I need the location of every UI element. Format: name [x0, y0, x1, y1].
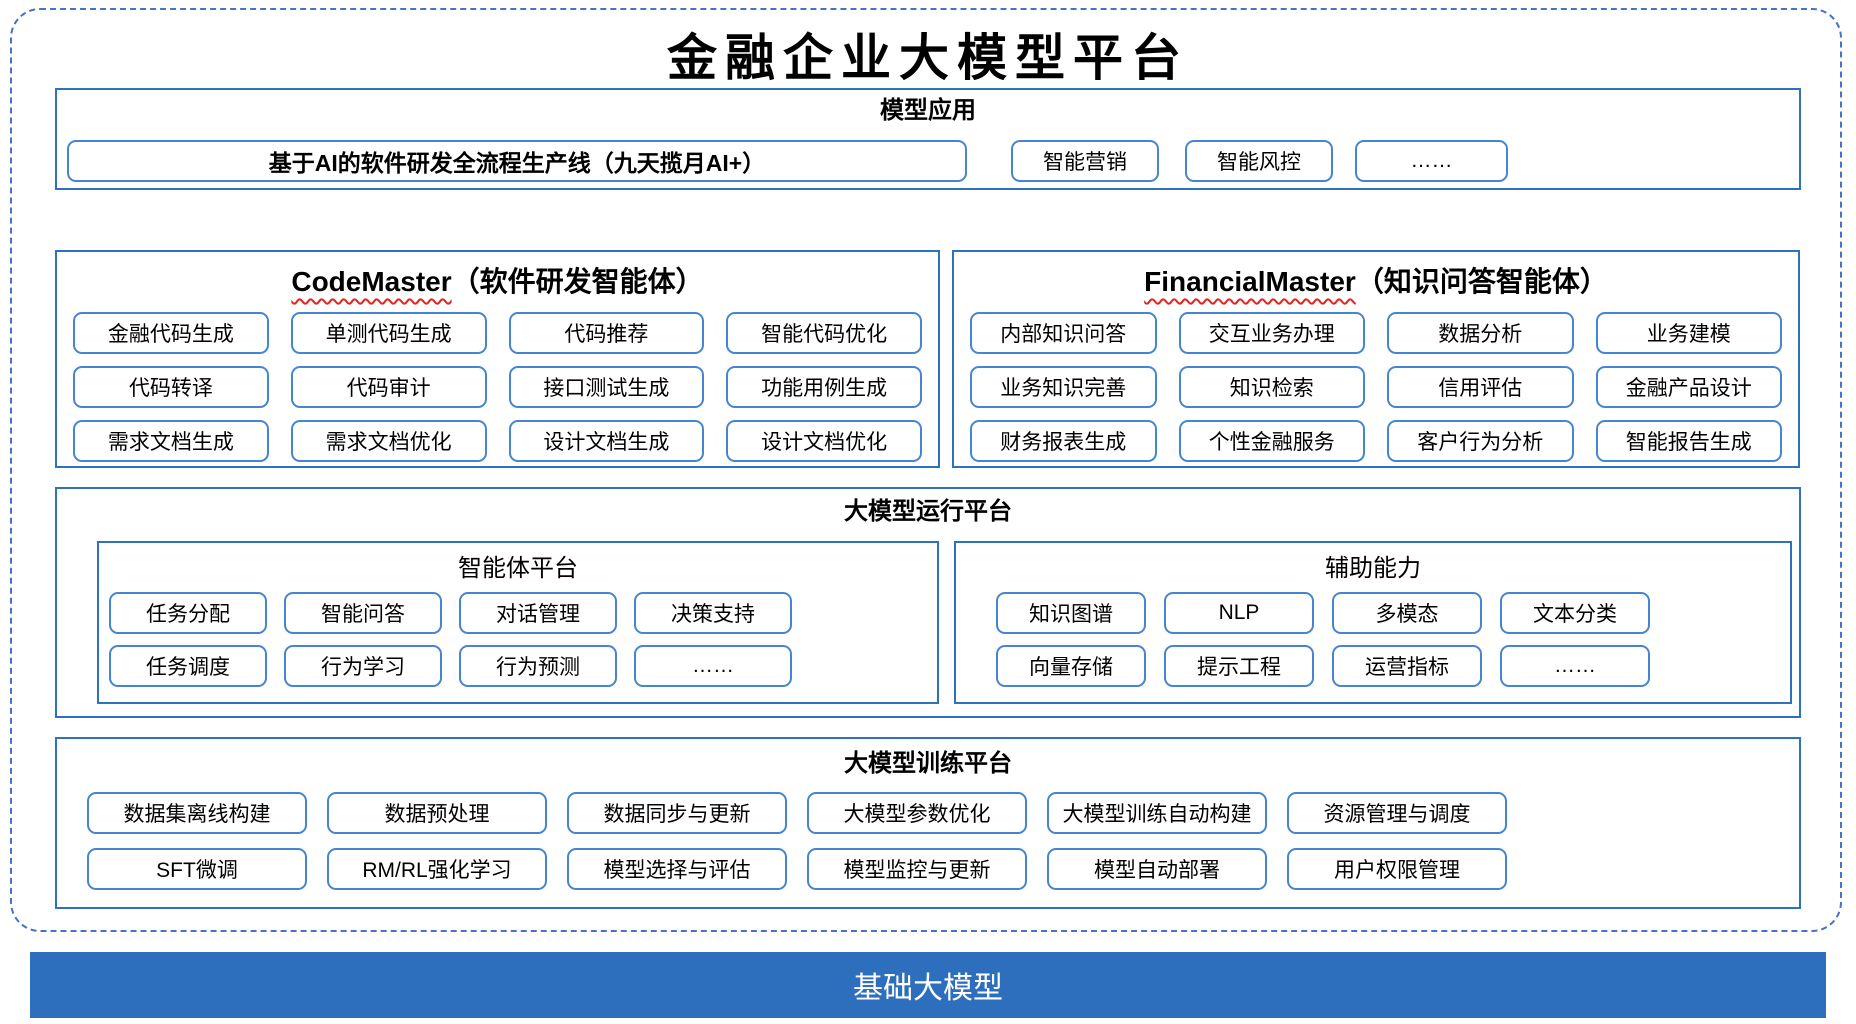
section-title: 大模型运行平台: [844, 498, 1012, 525]
codemaster-item: 需求文档优化: [290, 420, 487, 462]
aux-item: 向量存储: [996, 645, 1146, 687]
outer-dashed-frame: [10, 8, 1842, 932]
codemaster-title-en: CodeMaster: [291, 266, 452, 297]
training-item: 数据集离线构建: [87, 792, 307, 834]
page-title: 金融企业大模型平台: [667, 28, 1189, 87]
aux-item: 提示工程: [1164, 645, 1314, 687]
financial-item: 交互业务办理: [1178, 312, 1365, 354]
codemaster-item: 代码转译: [73, 366, 269, 408]
codemaster-title: CodeMaster（软件研发智能体）: [57, 260, 938, 300]
codemaster-item: 单测代码生成: [290, 312, 487, 354]
training-grid: 数据集离线构建 数据预处理 数据同步与更新 大模型参数优化 大模型训练自动构建 …: [57, 792, 1799, 890]
section-codemaster: CodeMaster（软件研发智能体） 金融代码生成 单测代码生成 代码推荐 智…: [55, 250, 940, 468]
financial-item: 内部知识问答: [970, 312, 1157, 354]
codemaster-item: 接口测试生成: [508, 366, 705, 408]
agent-item: 决策支持: [634, 592, 792, 634]
section-financialmaster: FinancialMaster（知识问答智能体） 内部知识问答 交互业务办理 数…: [952, 250, 1800, 468]
financial-item: 金融产品设计: [1595, 366, 1782, 408]
app-item: 智能风控: [1185, 140, 1333, 182]
financial-item: 财务报表生成: [970, 420, 1157, 462]
codemaster-item: 智能代码优化: [726, 312, 922, 354]
section-title: 模型应用: [880, 97, 976, 124]
training-item: 模型选择与评估: [567, 848, 787, 890]
section-title: 大模型训练平台: [844, 750, 1012, 777]
agent-item: 行为预测: [459, 645, 617, 687]
agent-platform-grid: 任务分配 智能问答 对话管理 决策支持 任务调度 行为学习 行为预测 ……: [99, 592, 937, 687]
financialmaster-grid: 内部知识问答 交互业务办理 数据分析 业务建模 业务知识完善 知识检索 信用评估…: [970, 312, 1782, 462]
financial-item: 个性金融服务: [1178, 420, 1365, 462]
codemaster-item: 设计文档优化: [726, 420, 922, 462]
agent-platform-title: 智能体平台: [458, 555, 578, 582]
training-item: 大模型参数优化: [807, 792, 1027, 834]
financialmaster-title-en: FinancialMaster: [1144, 266, 1356, 297]
auxiliary-grid: 知识图谱 NLP 多模态 文本分类 向量存储 提示工程 运营指标 ……: [956, 592, 1790, 687]
aux-item-ellipsis: ……: [1500, 645, 1650, 687]
foundation-model-label: 基础大模型: [853, 972, 1003, 1005]
app-item: 智能营销: [1011, 140, 1159, 182]
codemaster-grid: 金融代码生成 单测代码生成 代码推荐 智能代码优化 代码转译 代码审计 接口测试…: [73, 312, 922, 462]
training-item: SFT微调: [87, 848, 307, 890]
financial-item: 智能报告生成: [1595, 420, 1782, 462]
auxiliary-title: 辅助能力: [1325, 555, 1421, 582]
aux-item: 运营指标: [1332, 645, 1482, 687]
app-item-pipeline: 基于AI的软件研发全流程生产线（九天揽月AI+）: [67, 140, 967, 182]
agent-platform-box: 智能体平台 任务分配 智能问答 对话管理 决策支持 任务调度 行为学习 行为预测…: [97, 541, 939, 704]
financial-item: 业务建模: [1595, 312, 1782, 354]
app-item-ellipsis: ……: [1355, 140, 1508, 182]
section-training-platform: 大模型训练平台 数据集离线构建 数据预处理 数据同步与更新 大模型参数优化 大模…: [55, 737, 1801, 909]
section-runtime-platform: 大模型运行平台 智能体平台 任务分配 智能问答 对话管理 决策支持 任务调度 行…: [55, 487, 1801, 718]
agent-item: 智能问答: [284, 592, 442, 634]
aux-item: 知识图谱: [996, 592, 1146, 634]
financialmaster-title-zh: （知识问答智能体）: [1355, 266, 1608, 297]
training-item: 大模型训练自动构建: [1047, 792, 1267, 834]
agent-item: 对话管理: [459, 592, 617, 634]
model-app-row: 基于AI的软件研发全流程生产线（九天揽月AI+） 智能营销 智能风控 ……: [67, 140, 1789, 182]
codemaster-item: 设计文档生成: [508, 420, 705, 462]
agent-item: 任务调度: [109, 645, 267, 687]
codemaster-title-zh: （软件研发智能体）: [451, 266, 704, 297]
financial-item: 业务知识完善: [970, 366, 1157, 408]
training-item: RM/RL强化学习: [327, 848, 547, 890]
training-item: 模型自动部署: [1047, 848, 1267, 890]
aux-item: 文本分类: [1500, 592, 1650, 634]
codemaster-item: 功能用例生成: [726, 366, 922, 408]
financialmaster-title: FinancialMaster（知识问答智能体）: [954, 260, 1798, 300]
financial-item: 信用评估: [1387, 366, 1574, 408]
codemaster-item: 代码推荐: [508, 312, 705, 354]
codemaster-item: 代码审计: [290, 366, 487, 408]
financial-item: 客户行为分析: [1387, 420, 1574, 462]
auxiliary-capabilities-box: 辅助能力 知识图谱 NLP 多模态 文本分类 向量存储 提示工程 运营指标 ……: [954, 541, 1792, 704]
section-model-applications: 模型应用 基于AI的软件研发全流程生产线（九天揽月AI+） 智能营销 智能风控 …: [55, 88, 1801, 190]
foundation-model-bar: 基础大模型: [30, 952, 1826, 1018]
training-item: 数据预处理: [327, 792, 547, 834]
agent-item: 行为学习: [284, 645, 442, 687]
codemaster-item: 金融代码生成: [73, 312, 269, 354]
financial-item: 知识检索: [1178, 366, 1365, 408]
training-item: 资源管理与调度: [1287, 792, 1507, 834]
aux-item: NLP: [1164, 592, 1314, 634]
agent-item-ellipsis: ……: [634, 645, 792, 687]
training-item: 模型监控与更新: [807, 848, 1027, 890]
training-item: 数据同步与更新: [567, 792, 787, 834]
agent-item: 任务分配: [109, 592, 267, 634]
codemaster-item: 需求文档生成: [73, 420, 269, 462]
training-item: 用户权限管理: [1287, 848, 1507, 890]
financial-item: 数据分析: [1387, 312, 1574, 354]
aux-item: 多模态: [1332, 592, 1482, 634]
